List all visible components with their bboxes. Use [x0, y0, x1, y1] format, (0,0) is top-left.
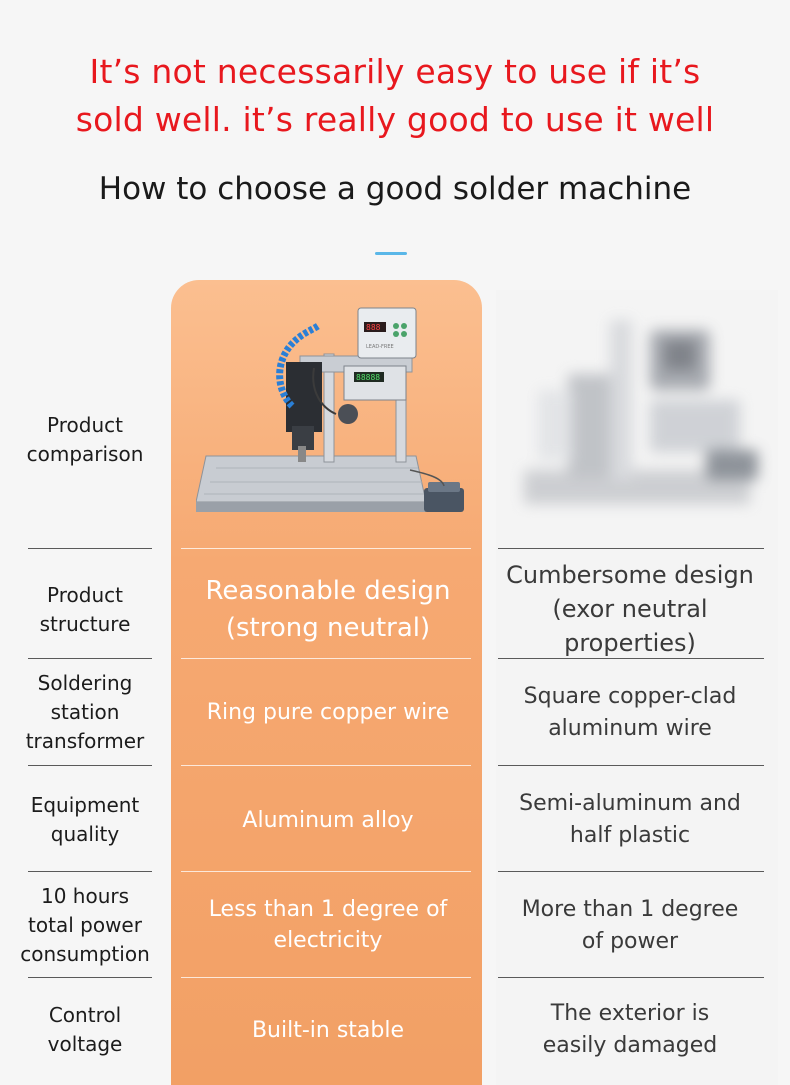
- row-label-line: voltage: [47, 1032, 123, 1056]
- row-label-product-structure: Product structure: [10, 581, 160, 639]
- row-divider: [28, 871, 152, 872]
- row-label-line: station: [50, 700, 120, 724]
- good-value-line: Less than 1 degree of: [208, 897, 448, 922]
- bad-value-product-structure: Cumbersome design (exor neutral properti…: [498, 558, 762, 660]
- row-label-line: Product: [47, 583, 123, 607]
- row-label-control-voltage: Control voltage: [10, 1001, 160, 1059]
- bad-value-line: More than 1 degree: [521, 897, 739, 922]
- row-divider: [181, 765, 471, 766]
- good-value-transformer: Ring pure copper wire: [182, 697, 474, 728]
- good-value-line: electricity: [273, 928, 383, 953]
- row-label-line: transformer: [25, 729, 145, 753]
- good-value-product-structure: Reasonable design (strong neutral): [182, 573, 474, 647]
- bad-value-line: of power: [581, 929, 679, 954]
- headline-line-2: sold well. it’s really good to use it we…: [75, 100, 715, 139]
- row-divider: [181, 658, 471, 659]
- bad-value-equipment-quality: Semi-aluminum and half plastic: [498, 788, 762, 852]
- good-value-line: Aluminum alloy: [242, 808, 414, 833]
- headline-line-1: It’s not necessarily easy to use if it’s: [89, 52, 701, 91]
- bad-value-power-consumption: More than 1 degree of power: [498, 894, 762, 958]
- row-divider: [28, 548, 152, 549]
- row-label-line: consumption: [20, 942, 150, 966]
- row-label-line: 10 hours: [40, 884, 130, 908]
- bad-value-line: The exterior is: [550, 1001, 710, 1026]
- bad-value-line: properties): [564, 629, 696, 657]
- row-divider: [28, 765, 152, 766]
- bad-value-line: Semi-aluminum and: [519, 791, 741, 816]
- row-label-line: quality: [50, 822, 120, 846]
- row-divider: [498, 977, 764, 978]
- row-divider: [181, 977, 471, 978]
- bad-value-line: easily damaged: [542, 1033, 718, 1058]
- good-value-line: Reasonable design: [205, 576, 451, 606]
- solder-machine-drawing: 88888 888 LEAD-FREE: [196, 307, 464, 512]
- bad-value-line: (exor neutral: [552, 595, 708, 623]
- row-label-soldering-station-transformer: Soldering station transformer: [10, 669, 160, 756]
- bad-value-line: Cumbersome design: [506, 561, 754, 589]
- row-label-product-comparison: Product comparison: [10, 411, 160, 469]
- row-divider: [28, 977, 152, 978]
- row-divider: [498, 871, 764, 872]
- competitor-machine-image: [524, 320, 758, 504]
- bad-value-line: half plastic: [569, 823, 691, 848]
- good-value-equipment-quality: Aluminum alloy: [182, 805, 474, 836]
- competitor-machine-drawing: [524, 320, 758, 504]
- row-label-line: total power: [28, 913, 142, 937]
- accent-divider: [375, 252, 407, 255]
- bad-value-control-voltage: The exterior is easily damaged: [498, 998, 762, 1062]
- row-label-line: Soldering: [37, 671, 133, 695]
- good-value-line: Ring pure copper wire: [206, 700, 450, 725]
- page-subtitle: How to choose a good solder machine: [98, 171, 692, 207]
- row-divider: [28, 658, 152, 659]
- row-divider: [498, 548, 764, 549]
- headline: It’s not necessarily easy to use if it’s…: [0, 48, 790, 144]
- solder-machine-image: 88888 888 LEAD-FREE: [196, 307, 464, 512]
- row-label-line: Equipment: [30, 793, 140, 817]
- row-label-power-consumption: 10 hours total power consumption: [10, 882, 160, 969]
- good-value-line: (strong neutral): [225, 613, 431, 643]
- good-value-line: Built-in stable: [251, 1018, 405, 1043]
- display-mid-readout: 88888: [356, 373, 380, 382]
- row-divider: [181, 548, 471, 549]
- row-label-equipment-quality: Equipment quality: [10, 791, 160, 849]
- row-divider: [498, 765, 764, 766]
- good-value-control-voltage: Built-in stable: [182, 1015, 474, 1046]
- row-divider: [181, 871, 471, 872]
- bad-value-line: aluminum wire: [548, 716, 712, 741]
- good-value-power-consumption: Less than 1 degree of electricity: [182, 894, 474, 956]
- row-label-line: Product: [47, 413, 123, 437]
- display-top-readout: 888: [366, 323, 381, 332]
- row-divider: [498, 658, 764, 659]
- row-label-line: structure: [39, 612, 131, 636]
- machine-brand-label: LEAD-FREE: [366, 344, 394, 350]
- bad-value-transformer: Square copper-clad aluminum wire: [498, 681, 762, 745]
- row-label-line: Control: [48, 1003, 122, 1027]
- bad-value-line: Square copper-clad: [523, 684, 737, 709]
- row-label-line: comparison: [26, 442, 144, 466]
